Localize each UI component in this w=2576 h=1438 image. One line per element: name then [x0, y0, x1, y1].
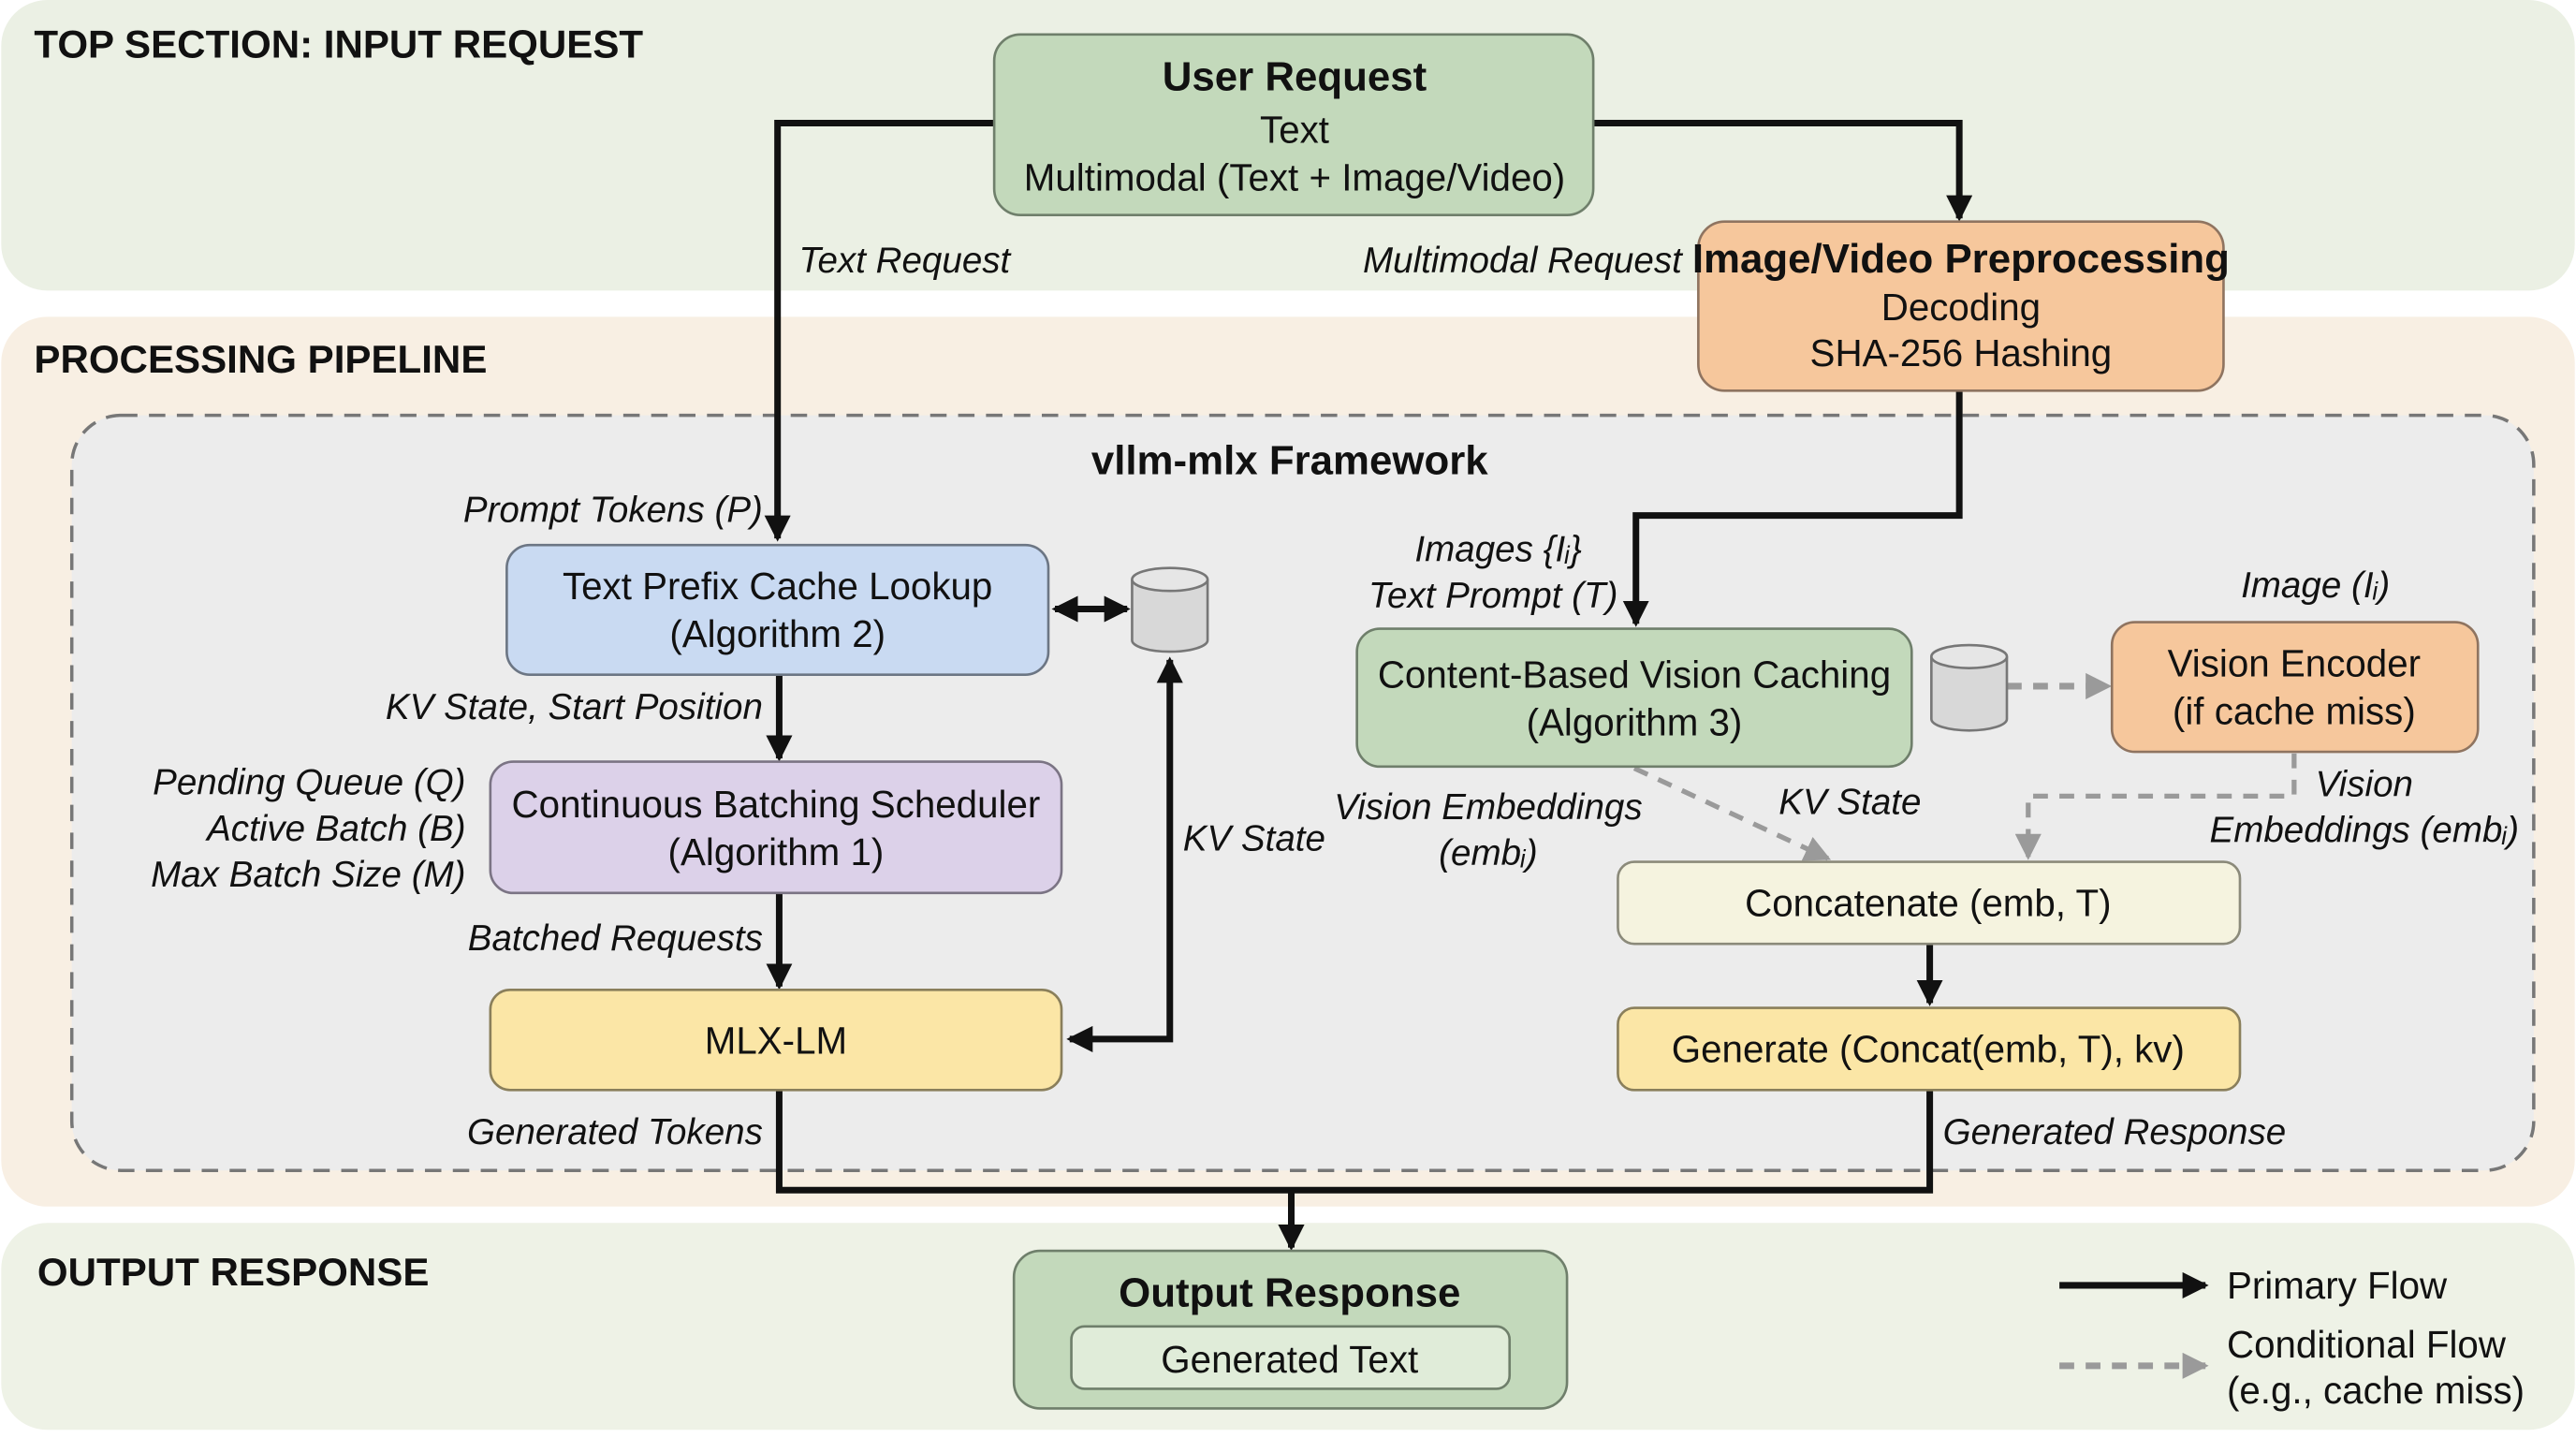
vision-caching-to-concatenate-arrow [1632, 766, 1832, 861]
mlx-lm-box: MLX-LM [489, 989, 1063, 1092]
mlx-lm-kv-state-arrow [1066, 656, 1183, 1052]
vision-embeddings-right-line-2: Embeddings (embᵢ) [2209, 811, 2519, 851]
concatenate-box: Concatenate (emb, T) [1617, 860, 2242, 946]
vision-caching-line-2: (Algorithm 3) [1527, 701, 1743, 744]
preprocessing-line-2: SHA-256 Hashing [1810, 331, 2113, 374]
vision-caching-line-1: Content-Based Vision Caching [1378, 653, 1891, 697]
active-batch-label: Active Batch (B) [205, 809, 465, 849]
kv-state-right-label: KV State [1778, 783, 1921, 823]
preprocessing-title: Image/Video Preprocessing [1692, 236, 2230, 282]
generated-tokens-label: Generated Tokens [467, 1112, 763, 1152]
pipeline-section-title: PROCESSING PIPELINE [34, 337, 487, 381]
user-request-box: User Request Text Multimodal (Text + Ima… [992, 33, 1595, 217]
preprocessing-line-1: Decoding [1881, 286, 2041, 329]
generate-label: Generate (Concat(emb, T), kv) [1672, 1027, 2185, 1070]
primary-flow-legend-label: Primary Flow [2227, 1264, 2448, 1307]
vision-caching-box: Content-Based Vision Caching (Algorithm … [1355, 627, 1913, 769]
generated-response-label: Generated Response [1943, 1112, 2287, 1152]
kv-state-start-label: KV State, Start Position [386, 687, 763, 727]
conditional-flow-legend-label-2: (e.g., cache miss) [2227, 1369, 2525, 1412]
text-prompt-label: Text Prompt (T) [1368, 576, 1617, 616]
text-prefix-cache-box: Text Prefix Cache Lookup (Algorithm 2) [505, 543, 1050, 676]
kv-state-left-label: KV State [1183, 818, 1325, 858]
multimodal-request-arrow [1593, 120, 1973, 222]
output-response-box: Output Response Generated Text [1012, 1249, 1569, 1410]
vision-encoder-line-1: Vision Encoder [2168, 641, 2421, 684]
multimodal-request-label: Multimodal Request [1363, 241, 1684, 281]
kv-cache-store-icon [1131, 566, 1209, 653]
conditional-flow-legend-label-1: Conditional Flow [2227, 1323, 2507, 1366]
framework-title: vllm-mlx Framework [1091, 438, 1488, 484]
pending-queue-label: Pending Queue (Q) [153, 763, 465, 803]
scheduler-line-2: (Algorithm 1) [668, 830, 885, 873]
user-request-title: User Request [1163, 53, 1427, 99]
prompt-tokens-label: Prompt Tokens (P) [463, 491, 763, 531]
user-request-line-2: Multimodal (Text + Image/Video) [1024, 155, 1565, 198]
output-section-title: OUTPUT RESPONSE [37, 1250, 430, 1294]
output-response-title: Output Response [1119, 1270, 1460, 1316]
vision-embeddings-left-line-2: (embᵢ) [1439, 833, 1538, 873]
vision-embeddings-left-line-1: Vision Embeddings [1334, 787, 1642, 828]
max-batch-size-label: Max Batch Size (M) [151, 855, 465, 895]
text-prefix-cache-line-1: Text Prefix Cache Lookup [563, 565, 992, 608]
text-prefix-cache-line-2: (Algorithm 2) [669, 612, 886, 655]
legend: Primary Flow Conditional Flow (e.g., cac… [2059, 1264, 2525, 1412]
generated-text-label: Generated Text [1161, 1338, 1418, 1381]
preprocessing-to-vision-caching-arrow [1622, 390, 1963, 627]
images-label: Images {Iᵢ} [1414, 530, 1582, 570]
mlx-lm-label: MLX-LM [705, 1020, 847, 1063]
user-request-line-1: Text [1260, 109, 1329, 152]
vision-cache-store-icon [1930, 643, 2009, 732]
text-request-label: Text Request [798, 241, 1012, 281]
preprocessing-box: Image/Video Preprocessing Decoding SHA-2… [1692, 220, 2230, 392]
scheduler-box: Continuous Batching Scheduler (Algorithm… [489, 760, 1063, 895]
concatenate-label: Concatenate (emb, T) [1745, 881, 2111, 924]
generated-text-box [1070, 1325, 1512, 1390]
top-section-title: TOP SECTION: INPUT REQUEST [34, 22, 643, 66]
vision-embeddings-right-line-1: Vision [2316, 764, 2413, 804]
text-request-arrow [764, 120, 995, 542]
image-i-label: Image (Iᵢ) [2241, 565, 2390, 606]
batched-requests-label: Batched Requests [468, 918, 763, 959]
vision-encoder-box: Vision Encoder (if cache miss) [2110, 621, 2480, 754]
generate-box: Generate (Concat(emb, T), kv) [1617, 1006, 2242, 1092]
output-merge-lines [775, 1090, 1934, 1194]
vision-encoder-line-2: (if cache miss) [2173, 689, 2416, 732]
scheduler-line-1: Continuous Batching Scheduler [512, 783, 1041, 826]
